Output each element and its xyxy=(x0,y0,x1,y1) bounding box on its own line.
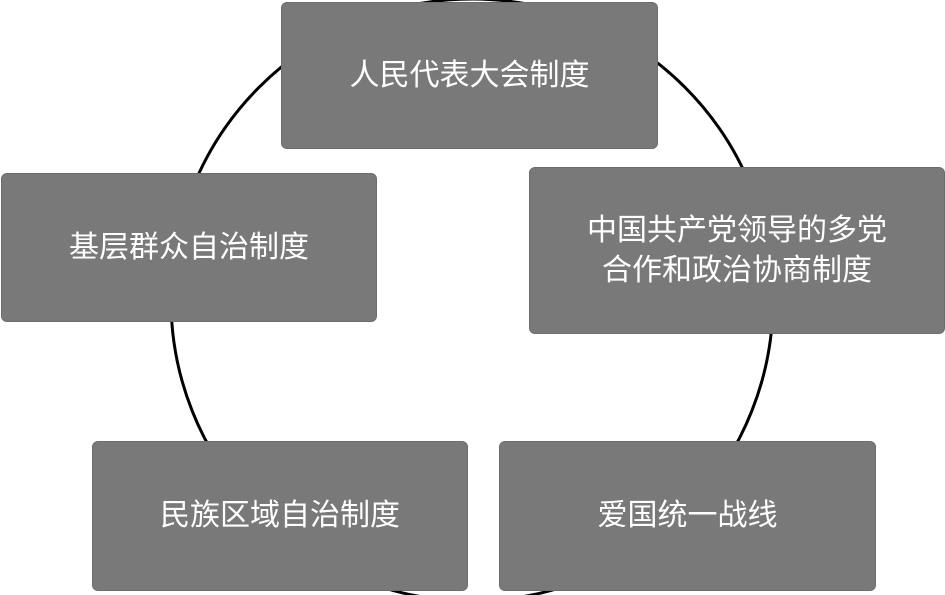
node-label: 爱国统一战线 xyxy=(597,498,778,533)
node-regional-ethnic-autonomy: 民族区域自治制度 xyxy=(92,441,468,591)
node-grassroots-self-governance: 基层群众自治制度 xyxy=(1,173,377,322)
node-multiparty-cooperation-system: 中国共产党领导的多党 合作和政治协商制度 xyxy=(529,167,945,334)
node-label: 中国共产党领导的多党 合作和政治协商制度 xyxy=(587,212,887,288)
node-peoples-congress-system: 人民代表大会制度 xyxy=(281,2,658,149)
node-label: 人民代表大会制度 xyxy=(349,57,590,93)
node-label: 基层群众自治制度 xyxy=(69,229,309,265)
node-label: 民族区域自治制度 xyxy=(160,498,400,533)
node-united-front: 爱国统一战线 xyxy=(499,441,876,591)
